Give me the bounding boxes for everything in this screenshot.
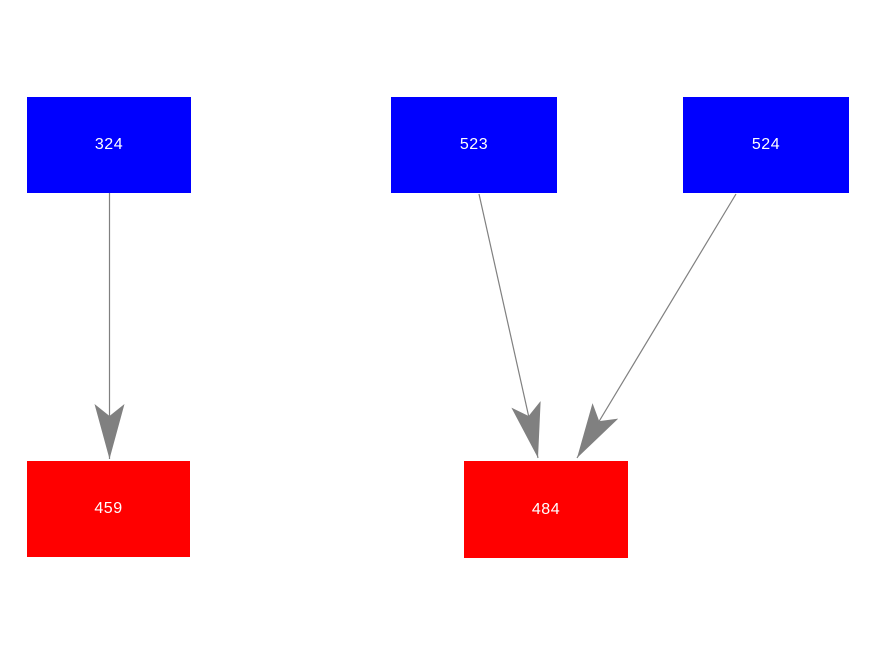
- node-label: 459: [94, 500, 123, 517]
- node-523: 523: [391, 97, 557, 193]
- node-459: 459: [27, 461, 190, 557]
- node-label: 524: [751, 136, 781, 153]
- node-label: 484: [531, 500, 561, 518]
- edges-group: [94, 193, 737, 459]
- edge-523-484: [478, 193, 541, 459]
- node-324: 324: [27, 97, 191, 193]
- edge-524-484: [576, 193, 737, 459]
- node-label: 523: [459, 136, 489, 153]
- node-524: 524: [683, 97, 849, 193]
- node-484: 484: [464, 461, 628, 558]
- node-label: 324: [94, 136, 124, 153]
